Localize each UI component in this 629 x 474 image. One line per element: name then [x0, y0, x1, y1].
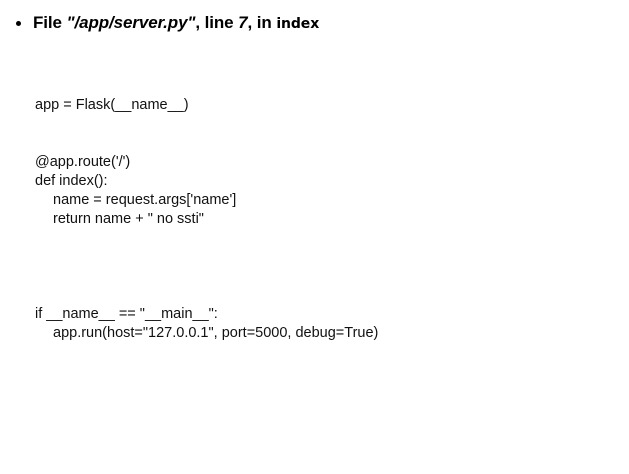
- code-line-blank: [35, 115, 595, 134]
- frame-comma-2: ,: [247, 13, 253, 32]
- frame-header: File "/app/server.py", line 7, in index: [33, 13, 319, 32]
- code-line-blank: [35, 286, 595, 305]
- bullet-dot-icon: [16, 21, 21, 26]
- code-line-blank: [35, 134, 595, 153]
- code-line: @app.route('/'): [35, 154, 131, 170]
- code-line-blank: [35, 248, 595, 267]
- frame-label-in: in: [256, 13, 272, 32]
- frame-comma-1: ,: [195, 13, 201, 32]
- code-line: app.run(host="127.0.0.1", port=5000, deb…: [53, 325, 379, 341]
- code-line: name = request.args['name']: [53, 192, 237, 208]
- frame-function-name: index: [276, 16, 320, 32]
- frame-line-number: 7: [238, 13, 248, 32]
- frame-label-file: File: [33, 13, 62, 32]
- code-line: return name + " no ssti": [53, 211, 204, 227]
- frame-label-line: line: [204, 13, 234, 32]
- code-line: if __name__ == "__main__":: [35, 306, 218, 322]
- code-line: def index():: [35, 173, 108, 189]
- code-line: app = Flask(__name__): [35, 97, 189, 113]
- source-code-block: app = Flask(__name__) @app.route('/') def …: [35, 96, 595, 343]
- code-line-blank: [35, 229, 595, 248]
- frame-filepath: "/app/server.py": [66, 13, 196, 32]
- code-line-blank: [35, 267, 595, 286]
- traceback-frame-item: File "/app/server.py", line 7, in index: [16, 12, 319, 35]
